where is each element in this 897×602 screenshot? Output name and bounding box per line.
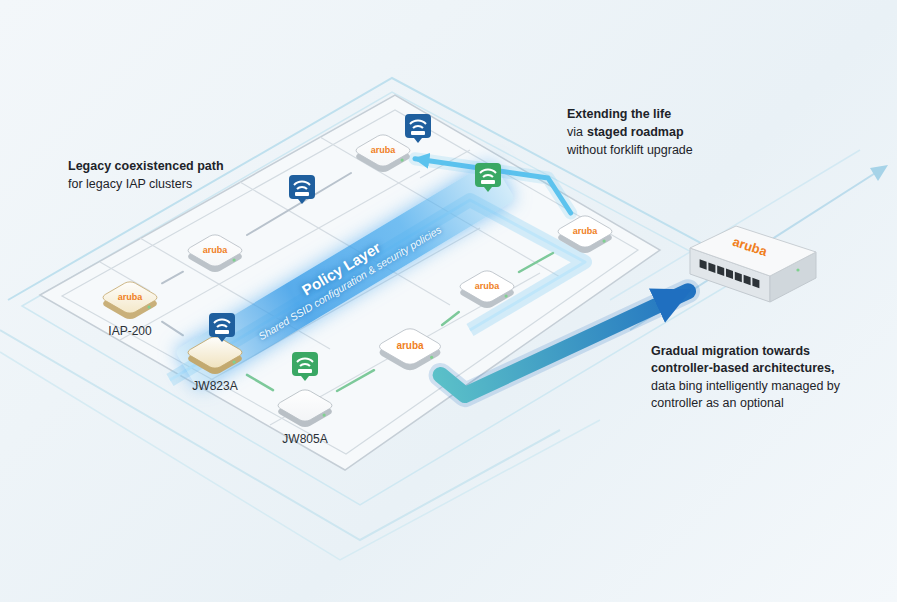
access-point-face bbox=[275, 388, 335, 423]
brand-logo: aruba bbox=[203, 244, 228, 255]
status-led bbox=[147, 305, 150, 308]
connector bbox=[162, 272, 183, 284]
marker-pointer bbox=[298, 199, 306, 204]
status-led bbox=[400, 158, 403, 161]
device-model-label: JW805A bbox=[282, 432, 327, 446]
access-point: aruba bbox=[183, 233, 247, 275]
access-point: JW823A bbox=[183, 335, 247, 377]
connector-glow bbox=[441, 291, 688, 395]
access-point-face bbox=[376, 327, 444, 366]
marker-pointer bbox=[414, 138, 422, 143]
controller-shape bbox=[688, 218, 818, 304]
wifi-marker bbox=[292, 352, 318, 381]
wifi-symbol bbox=[297, 359, 313, 373]
brand-logo: aruba bbox=[371, 144, 396, 155]
annotation-text: Extending the life bbox=[567, 106, 671, 123]
access-point: arubaIAP-200 bbox=[98, 280, 162, 322]
device-model-label: IAP-200 bbox=[108, 324, 151, 338]
connector bbox=[442, 312, 459, 325]
access-point-face bbox=[555, 214, 615, 249]
network-port bbox=[744, 275, 751, 285]
access-point-face bbox=[457, 269, 517, 304]
access-point: aruba bbox=[455, 268, 519, 312]
annotation-text: staged roadmap bbox=[587, 124, 684, 141]
annotation-text: data bing intelligently managed by contr… bbox=[651, 378, 871, 412]
controller-top-face bbox=[690, 226, 816, 276]
wifi-symbol bbox=[294, 182, 310, 196]
outer-flow-lines bbox=[0, 78, 880, 560]
wifi-marker bbox=[289, 175, 315, 204]
annotation-text: without forklift upgrade bbox=[567, 142, 693, 159]
access-point-top bbox=[353, 133, 413, 168]
brand-logo: aruba bbox=[118, 291, 143, 302]
annotation-text: Gradual migration towards controller-bas… bbox=[651, 343, 866, 377]
connector bbox=[337, 370, 374, 391]
marker-body bbox=[405, 114, 431, 138]
floor-inner-wall bbox=[62, 110, 638, 454]
wifi-marker bbox=[405, 114, 431, 143]
status-led bbox=[796, 268, 799, 271]
network-port bbox=[735, 272, 742, 282]
access-point-top bbox=[457, 269, 517, 304]
network-port bbox=[708, 262, 715, 272]
annotation-text: Legacy coexistenced path bbox=[68, 158, 224, 175]
access-point-face bbox=[353, 133, 413, 168]
mobility-controller: aruba bbox=[688, 218, 818, 304]
brand-logo: aruba bbox=[396, 340, 423, 351]
connector bbox=[441, 291, 688, 395]
flow-line bbox=[22, 92, 740, 505]
device-model-label: JW823A bbox=[192, 379, 237, 393]
access-point-shape bbox=[273, 388, 337, 430]
connector bbox=[162, 322, 183, 336]
access-point: JW805A bbox=[273, 388, 337, 430]
policy-track-glow bbox=[170, 200, 585, 380]
access-point: aruba bbox=[374, 325, 446, 375]
brand-logo: aruba bbox=[573, 225, 598, 236]
access-point-face bbox=[185, 335, 245, 370]
connector bbox=[519, 253, 553, 272]
access-point-face bbox=[100, 280, 160, 315]
network-port bbox=[700, 259, 707, 269]
status-led bbox=[232, 360, 235, 363]
brand-logo: aruba bbox=[475, 280, 500, 291]
flow-line bbox=[610, 150, 860, 300]
access-point-top bbox=[376, 327, 444, 366]
policy-track bbox=[170, 200, 585, 380]
status-led bbox=[322, 413, 325, 416]
annotation-text: via bbox=[567, 124, 583, 141]
annotation-text: for legacy IAP clusters bbox=[68, 176, 192, 193]
access-point-top bbox=[275, 388, 335, 423]
flow-arrowhead bbox=[870, 165, 888, 181]
access-point-top bbox=[185, 335, 245, 370]
status-led bbox=[232, 258, 235, 261]
access-point-top bbox=[185, 233, 245, 268]
access-point: aruba bbox=[351, 133, 415, 175]
status-led bbox=[602, 239, 605, 242]
marker-pointer bbox=[301, 376, 309, 381]
access-point: aruba bbox=[553, 213, 617, 257]
network-port bbox=[752, 278, 759, 288]
connector bbox=[247, 173, 351, 235]
network-port bbox=[726, 269, 733, 279]
access-point-shape bbox=[183, 335, 247, 377]
network-port bbox=[717, 266, 724, 276]
access-point-face bbox=[185, 233, 245, 268]
access-point-top bbox=[100, 280, 160, 315]
wifi-symbol bbox=[410, 121, 426, 135]
access-point-top bbox=[555, 214, 615, 249]
status-led bbox=[430, 356, 433, 359]
marker-body bbox=[292, 352, 318, 376]
marker-body bbox=[289, 175, 315, 199]
status-led bbox=[504, 294, 507, 297]
connector bbox=[247, 375, 273, 390]
